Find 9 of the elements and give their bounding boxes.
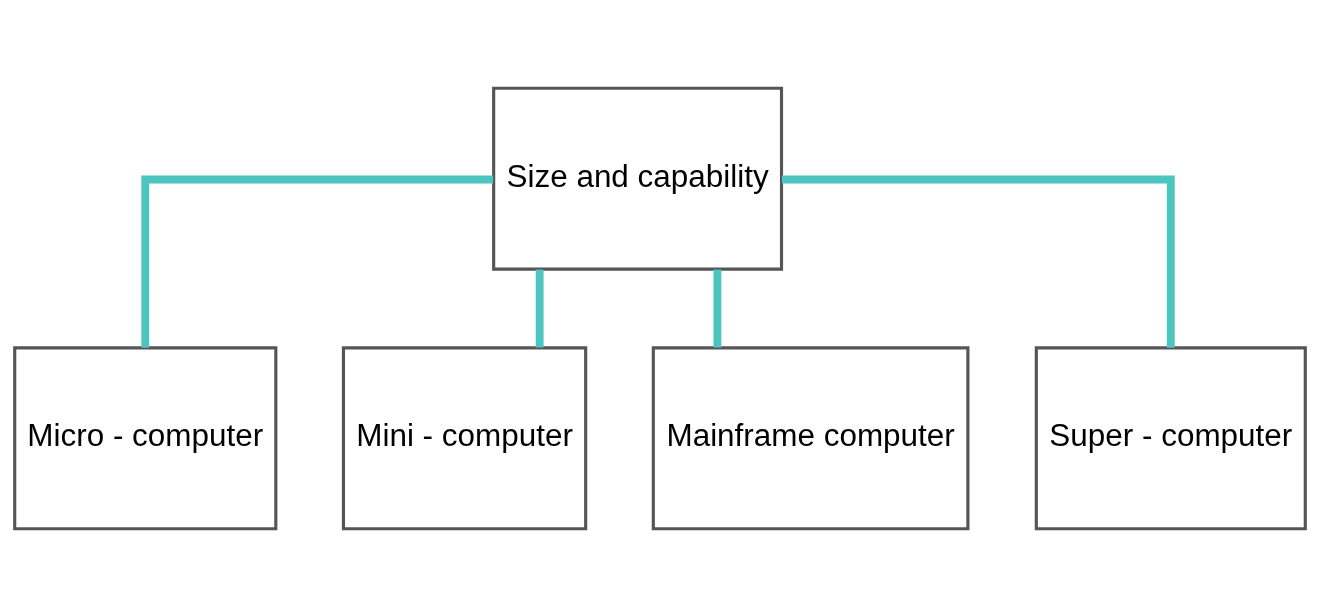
node-box: Micro - computer: [13, 345, 278, 530]
connector: [535, 269, 544, 348]
connector: [141, 175, 494, 348]
connector: [713, 269, 722, 348]
node-box: Mainframe computer: [651, 345, 970, 530]
connector: [781, 175, 1175, 348]
node-box: Mini - computer: [341, 345, 588, 530]
node-box: Size and capability: [492, 86, 784, 271]
node-box: Super - computer: [1034, 345, 1307, 530]
